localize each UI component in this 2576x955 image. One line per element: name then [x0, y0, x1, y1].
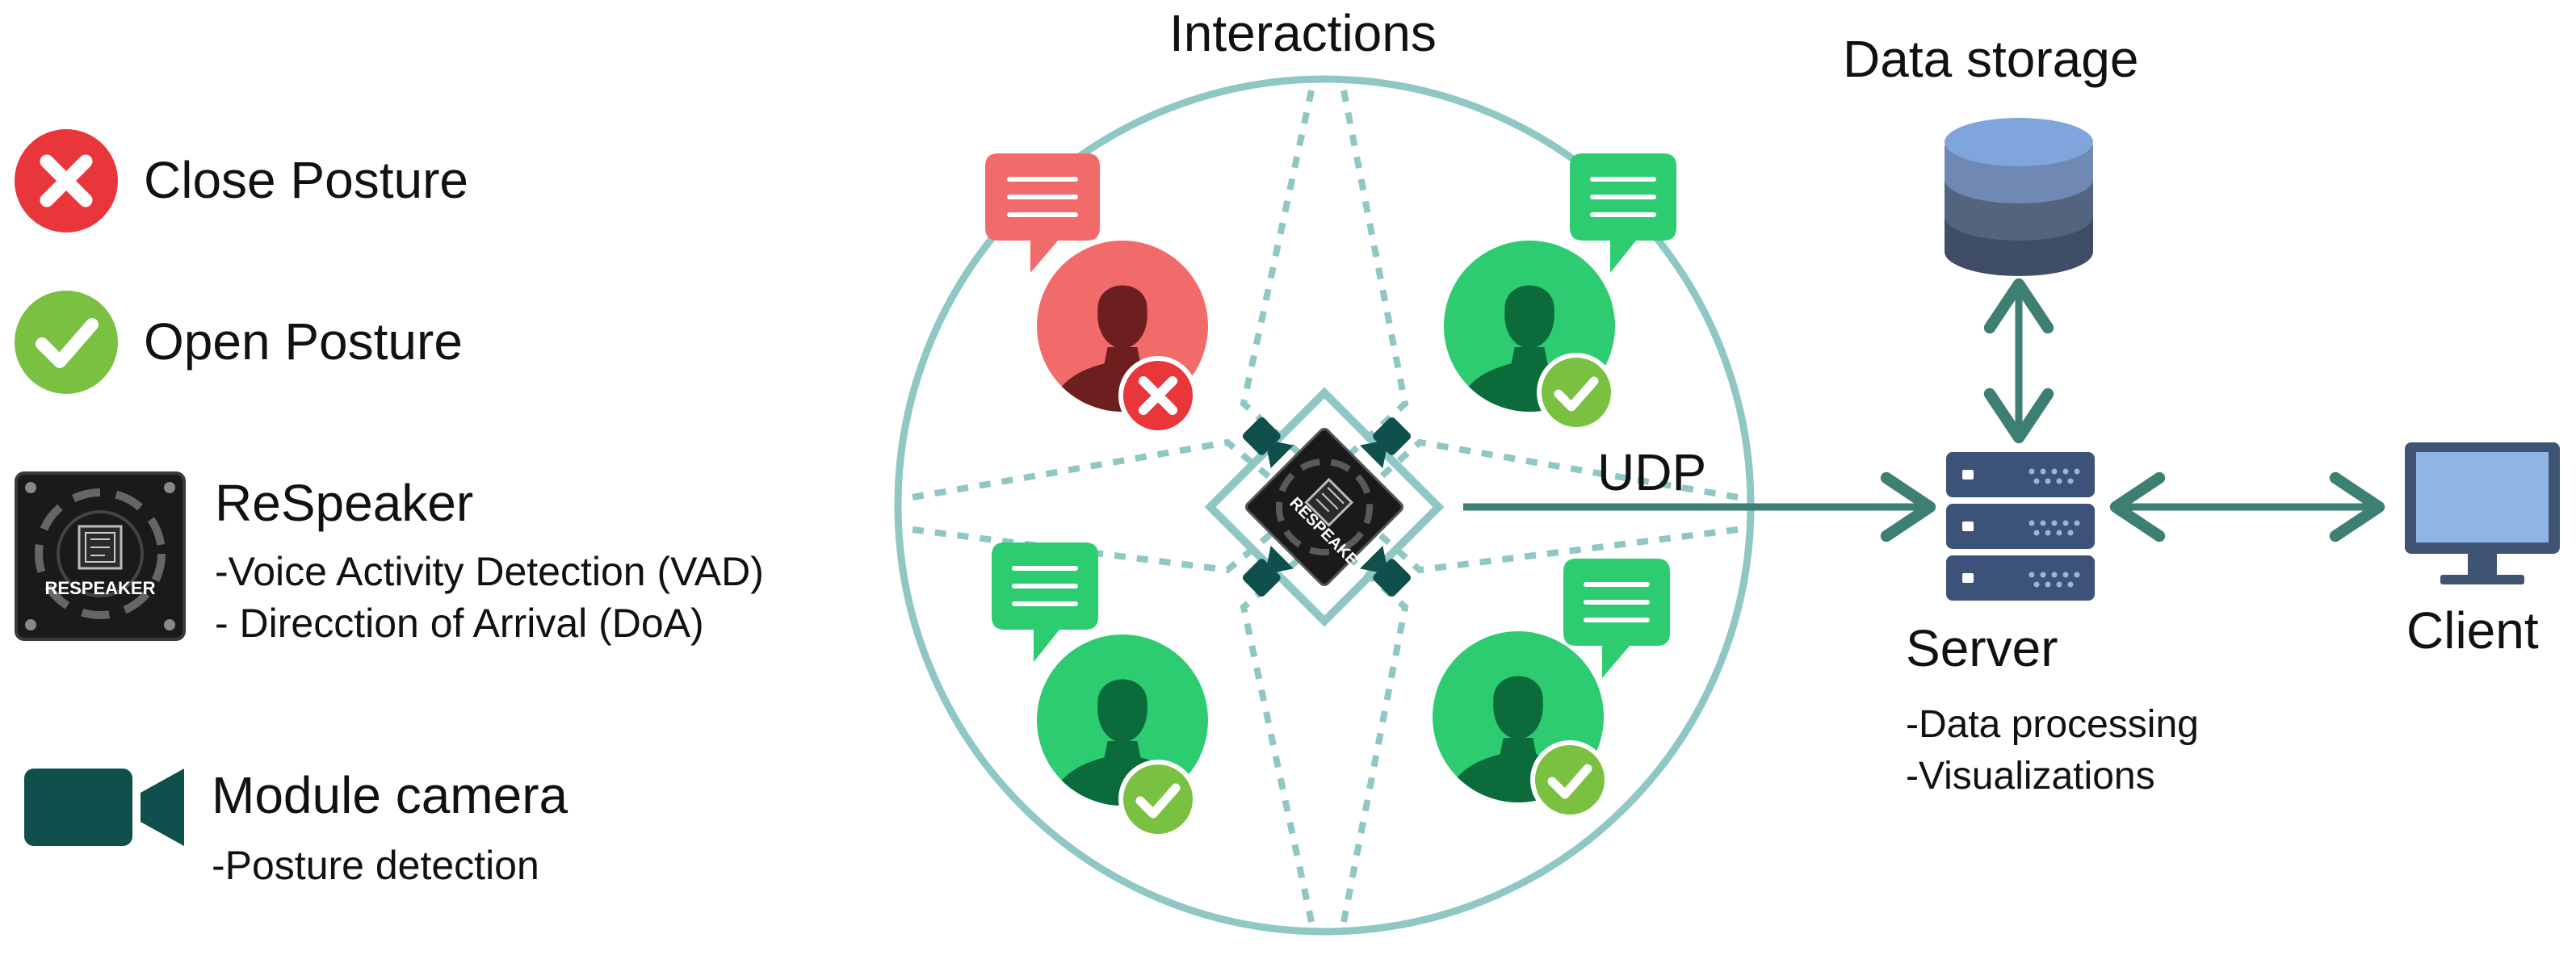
camera-feature-posture: -Posture detection — [212, 843, 539, 888]
camera-icons — [1242, 417, 1412, 597]
close-posture-label: Close Posture — [144, 151, 468, 209]
monitor-icon — [2405, 442, 2560, 584]
open-posture-badge-icon — [1118, 760, 1198, 839]
center-respeaker-device — [1204, 387, 1445, 627]
server-feature-processing: -Data processing — [1906, 703, 2199, 746]
legend-respeaker-board-icon — [15, 471, 186, 641]
close-posture-badge-icon — [1118, 356, 1198, 435]
person-bottom-left — [992, 542, 1208, 839]
interactions-title: Interactions — [1169, 4, 1437, 62]
speech-bubble-icon — [992, 542, 1098, 662]
person-top-left — [985, 153, 1208, 435]
client-title: Client — [2406, 601, 2539, 660]
server-rack-icon — [1946, 452, 2095, 601]
legend-respeaker-device-label: RESPEAKER — [45, 578, 156, 598]
camera-title: Module camera — [212, 766, 568, 824]
legend-close-posture-icon — [15, 129, 118, 232]
server-feature-visualizations: -Visualizations — [1906, 755, 2155, 798]
udp-label: UDP — [1597, 443, 1707, 501]
person-top-right — [1444, 153, 1676, 432]
respeaker-feature-doa: - Direcction of Arrival (DoA) — [215, 601, 704, 646]
open-posture-badge-icon — [1537, 353, 1616, 432]
respeaker-feature-vad: -Voice Activity Detection (VAD) — [215, 549, 764, 594]
person-bottom-right — [1433, 559, 1670, 819]
speech-bubble-icon — [985, 153, 1100, 273]
open-posture-label: Open Posture — [144, 312, 463, 371]
speech-bubble-icon — [1570, 153, 1676, 273]
database-icon — [1945, 118, 2093, 276]
legend-video-camera-icon — [24, 769, 184, 846]
server-title: Server — [1906, 619, 2058, 677]
legend-open-posture-icon — [15, 291, 118, 394]
speech-bubble-icon — [1563, 559, 1670, 678]
open-posture-badge-icon — [1530, 740, 1609, 819]
data-storage-title: Data storage — [1843, 30, 2139, 88]
respeaker-title: ReSpeaker — [215, 474, 474, 532]
